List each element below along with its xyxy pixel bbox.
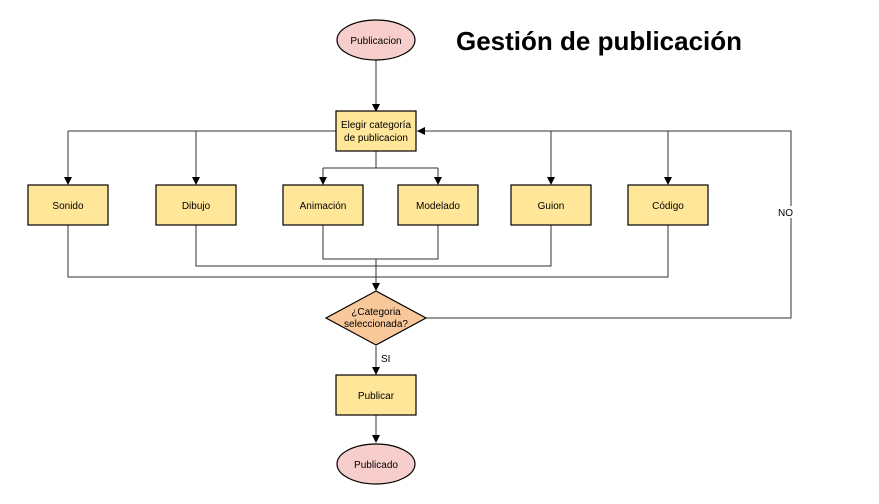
node-sonido-label: Sonido	[52, 201, 84, 212]
node-codigo: Código	[627, 184, 709, 226]
node-guion-label: Guion	[538, 201, 565, 212]
node-publicar-label: Publicar	[358, 391, 395, 402]
node-choose-label-line1: Elegir categoría	[341, 120, 411, 131]
connectors	[64, 60, 792, 443]
edge-label-no: NO	[778, 208, 793, 219]
node-decision-label-line1: ¿Categoria	[351, 307, 401, 318]
node-animacion-label: Animación	[300, 201, 347, 212]
node-guion: Guion	[510, 184, 592, 226]
node-modelado-label: Modelado	[416, 201, 460, 212]
node-decision: ¿Categoria seleccionada?	[324, 290, 428, 346]
node-decision-label-line2: seleccionada?	[344, 319, 408, 330]
node-publicar: Publicar	[335, 374, 417, 416]
node-dibujo-label: Dibujo	[182, 201, 211, 212]
edge-from-animacion	[322, 225, 439, 260]
node-modelado: Modelado	[397, 184, 479, 226]
edge-label-yes: SI	[381, 354, 390, 365]
node-animacion: Animación	[282, 184, 364, 226]
node-start-label: Publicacion	[350, 36, 401, 47]
node-end: Publicado	[336, 443, 416, 485]
node-sonido: Sonido	[27, 184, 109, 226]
edge-decision-no	[417, 127, 792, 319]
diagram-title: Gestión de publicación	[456, 26, 743, 56]
node-start: Publicacion	[336, 19, 416, 61]
edge-from-sonido	[67, 225, 669, 278]
node-end-label: Publicado	[354, 460, 398, 471]
node-dibujo: Dibujo	[155, 184, 237, 226]
edge-label-no-bg	[774, 206, 794, 218]
edge-from-dibujo	[195, 225, 552, 267]
node-choose-label-line2: de publicacion	[344, 133, 408, 144]
node-choose-category: Elegir categoría de publicacion	[335, 110, 417, 152]
node-codigo-label: Código	[652, 201, 684, 212]
